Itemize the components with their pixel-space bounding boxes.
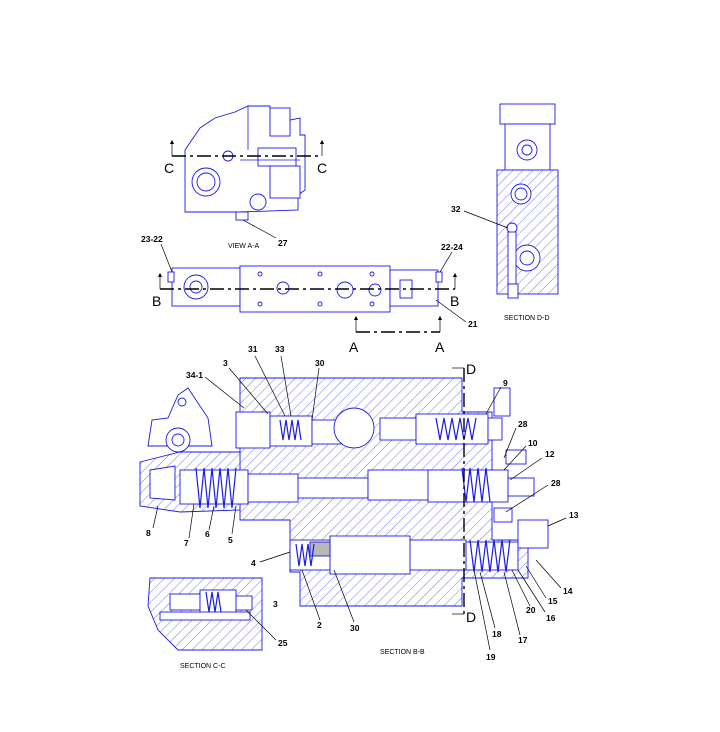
section-dd-caption: SECTION D-D: [504, 315, 550, 322]
callout-2: 2: [317, 620, 322, 630]
section-cc-caption: SECTION C-C: [180, 663, 226, 670]
callout-16: 16: [546, 613, 556, 623]
section-bb-drawing: [139, 377, 549, 607]
section-bb-caption: SECTION B-B: [380, 649, 425, 656]
cut-letter-b-left: B: [152, 293, 161, 309]
callout-4: 4: [251, 558, 256, 568]
callout-3-upper: 3: [223, 358, 228, 368]
spring-relief-right: [469, 539, 511, 573]
callout-22-24: 22-24: [441, 242, 463, 252]
callout-18: 18: [492, 629, 502, 639]
callout-8: 8: [146, 528, 151, 538]
callout-14: 14: [563, 586, 573, 596]
callout-23-22: 23-22: [141, 234, 163, 244]
callout-27: 27: [278, 238, 288, 248]
cut-letter-d-bottom: D: [466, 609, 476, 625]
callout-6: 6: [205, 529, 210, 539]
spring-lower-right: [461, 467, 491, 503]
callout-31: 31: [248, 344, 258, 354]
cut-letter-a-right: A: [435, 339, 445, 355]
callout-15: 15: [548, 596, 558, 606]
callout-30-upper: 30: [315, 358, 325, 368]
spring-upper-right: [435, 417, 477, 441]
callout-9: 9: [503, 378, 508, 388]
spring-upper-left: [279, 419, 302, 441]
callout-13: 13: [569, 510, 579, 520]
callout-5: 5: [228, 535, 233, 545]
callout-20: 20: [526, 605, 536, 615]
cut-letter-d-top: D: [466, 361, 476, 377]
cut-letter-c-left: C: [164, 160, 174, 176]
callout-10: 10: [528, 438, 538, 448]
section-cc-drawing: [147, 577, 263, 651]
callout-19: 19: [486, 652, 496, 662]
view-aa-caption: VIEW A-A: [228, 243, 259, 250]
view-aa-drawing: [184, 105, 306, 221]
cut-letter-b-right: B: [450, 293, 459, 309]
callout-32: 32: [451, 204, 461, 214]
callout-28-lower: 28: [551, 478, 561, 488]
callout-30-lower: 30: [350, 623, 360, 633]
callout-34-1: 34-1: [186, 370, 203, 380]
callout-3-lower: 3: [273, 599, 278, 609]
spring-relief-left: [295, 543, 315, 567]
cut-letter-c-right: C: [317, 160, 327, 176]
cut-letter-a-left: A: [349, 339, 359, 355]
callout-25: 25: [278, 638, 288, 648]
callout-7: 7: [184, 538, 189, 548]
callout-28-upper: 28: [518, 419, 528, 429]
callout-21: 21: [468, 319, 478, 329]
spring-lower-left: [195, 467, 237, 509]
callout-12: 12: [545, 449, 555, 459]
callout-17: 17: [518, 635, 528, 645]
callout-33: 33: [275, 344, 285, 354]
section-dd-drawing: [496, 103, 559, 299]
